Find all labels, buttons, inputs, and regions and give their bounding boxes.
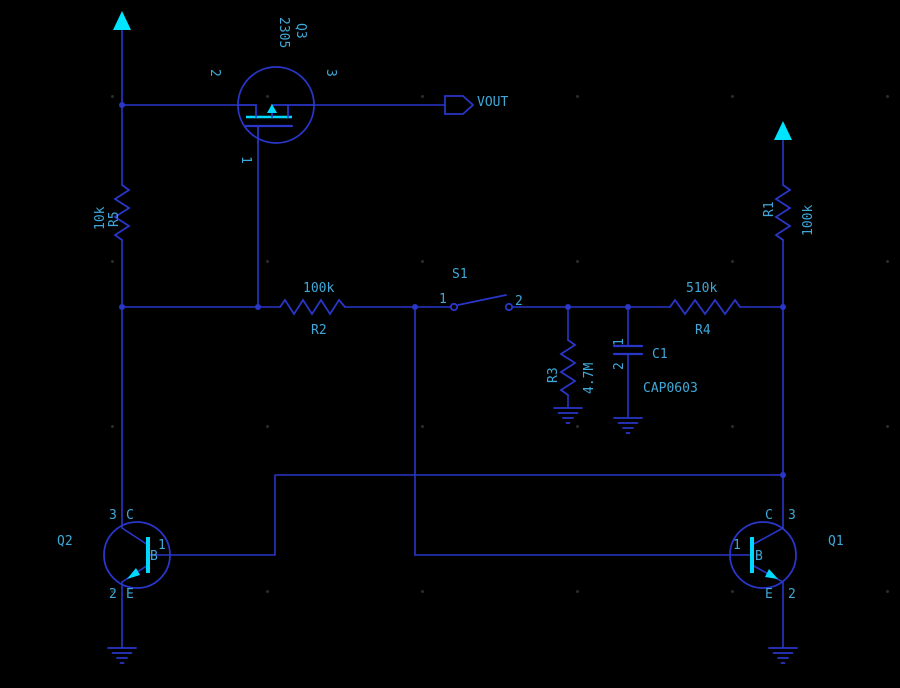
- wire-q2-collector[interactable]: [121, 306, 149, 546]
- ground-symbol-r3[interactable]: [553, 407, 583, 424]
- resistor-r2[interactable]: 100k R2: [279, 281, 346, 338]
- q1-pin-c-num-label[interactable]: 3: [788, 508, 796, 523]
- r1-ref-label[interactable]: R1: [762, 201, 777, 217]
- power-arrow-icon: [113, 11, 131, 30]
- ground-bars-icon: [553, 407, 583, 424]
- switch-contact-1: [449, 302, 459, 312]
- transistor-q1[interactable]: C 3 1 B E 2 Q1: [729, 508, 844, 602]
- junction-dot: [255, 304, 261, 310]
- resistor-zigzag: [774, 184, 792, 241]
- q1-pin-e-num-label[interactable]: 2: [788, 587, 796, 602]
- resistor-r4[interactable]: 510k R4: [669, 281, 741, 338]
- switch-s1[interactable]: S1 1 2: [439, 267, 523, 312]
- wire-q2-emitter[interactable]: [121, 564, 149, 649]
- q3-source-stub: [237, 104, 257, 118]
- ground-symbol-q1[interactable]: [768, 647, 798, 664]
- s1-pin2-label[interactable]: 2: [515, 294, 523, 309]
- q2-pin-b-label[interactable]: B: [150, 549, 158, 564]
- q1-ref-label[interactable]: Q1: [828, 534, 844, 549]
- r2-value-label[interactable]: 100k: [303, 281, 334, 296]
- ground-symbol-q2[interactable]: [107, 647, 137, 664]
- q1-emitter-arrow-icon: [765, 569, 778, 579]
- transistor-body-circle: [729, 521, 797, 589]
- q3-pin1-label[interactable]: 1: [238, 156, 253, 164]
- q1-pin-c-label[interactable]: C: [765, 508, 773, 523]
- vout-port[interactable]: VOUT: [444, 95, 508, 115]
- switch-blade: [457, 294, 507, 306]
- resistor-r5[interactable]: 10k R5: [93, 184, 131, 241]
- transistor-body-circle: [103, 521, 171, 589]
- q1-pin-e-label[interactable]: E: [765, 587, 773, 602]
- junction-dot: [625, 304, 631, 310]
- power-port-right[interactable]: [774, 121, 792, 140]
- r5-value-label[interactable]: 10k: [93, 206, 108, 230]
- wire-q2-base-feedback[interactable]: [147, 474, 784, 556]
- c1-pin1-label[interactable]: 1: [612, 338, 627, 346]
- q3-drain-stub: [287, 104, 315, 118]
- r4-value-label[interactable]: 510k: [686, 281, 717, 296]
- resistor-zigzag: [559, 339, 577, 396]
- q3-part-label[interactable]: 2305: [276, 17, 291, 48]
- q1-pin-b-num-label[interactable]: 1: [733, 538, 741, 553]
- r3-ref-label[interactable]: R3: [546, 367, 561, 383]
- junction-dot: [119, 102, 125, 108]
- wire-q1-collector[interactable]: [751, 527, 784, 546]
- c1-part-label[interactable]: CAP0603: [643, 381, 698, 396]
- q2-ref-label[interactable]: Q2: [57, 534, 73, 549]
- r3-value-label[interactable]: 4.7M: [582, 363, 597, 394]
- transistor-q2[interactable]: 3 C 1 B 2 E Q2: [57, 508, 171, 602]
- r1-value-label[interactable]: 100k: [801, 205, 816, 236]
- junction-dot: [780, 304, 786, 310]
- c1-pin2-label[interactable]: 2: [612, 362, 627, 370]
- junction-dot: [119, 304, 125, 310]
- port-arrow-outline-icon: [444, 95, 475, 115]
- capacitor-c1[interactable]: 1 2 C1 CAP0603: [612, 338, 698, 396]
- q3-pin2-label[interactable]: 2: [207, 69, 222, 77]
- resistor-zigzag: [113, 184, 131, 241]
- resistor-zigzag: [669, 298, 741, 316]
- junction-dot: [412, 304, 418, 310]
- resistor-zigzag: [279, 298, 346, 316]
- q3-pin3-label[interactable]: 3: [323, 69, 338, 77]
- ground-symbol-c1[interactable]: [613, 417, 643, 434]
- wire-q1-emitter[interactable]: [751, 564, 784, 649]
- ground-bars-icon: [613, 417, 643, 434]
- q3-ref-label[interactable]: Q3: [293, 23, 308, 39]
- q2-pin-e-num-label[interactable]: 2: [109, 587, 117, 602]
- q1-pin-b-label[interactable]: B: [755, 549, 763, 564]
- r5-ref-label[interactable]: R5: [107, 211, 122, 227]
- resistor-r3[interactable]: R3 4.7M: [546, 339, 597, 396]
- ground-bars-icon: [107, 647, 137, 664]
- s1-ref-label[interactable]: S1: [452, 267, 468, 282]
- mosfet-q3[interactable]: 2305 Q3 2 3 1: [207, 17, 338, 164]
- c1-ref-label[interactable]: C1: [652, 347, 668, 362]
- resistor-r1[interactable]: R1 100k: [762, 184, 816, 241]
- q2-pin-c-num-label[interactable]: 3: [109, 508, 117, 523]
- switch-contact-2: [504, 302, 514, 312]
- q3-substrate-arrow-icon: [267, 104, 277, 113]
- power-arrow-icon: [774, 121, 792, 140]
- junction-dot: [780, 472, 786, 478]
- junction-dot: [565, 304, 571, 310]
- s1-pin1-label[interactable]: 1: [439, 292, 447, 307]
- r4-ref-label[interactable]: R4: [695, 323, 711, 338]
- ground-bars-icon: [768, 647, 798, 664]
- r2-ref-label[interactable]: R2: [311, 323, 327, 338]
- q2-pin-c-label[interactable]: C: [126, 508, 134, 523]
- wires: [121, 29, 784, 649]
- power-port-left[interactable]: [113, 11, 131, 30]
- q2-emitter-arrow-icon: [127, 568, 140, 579]
- q2-pin-e-label[interactable]: E: [126, 587, 134, 602]
- junction-dots: [119, 102, 786, 478]
- vout-label[interactable]: VOUT: [477, 95, 508, 110]
- q2-pin-b-num-label[interactable]: 1: [158, 538, 166, 553]
